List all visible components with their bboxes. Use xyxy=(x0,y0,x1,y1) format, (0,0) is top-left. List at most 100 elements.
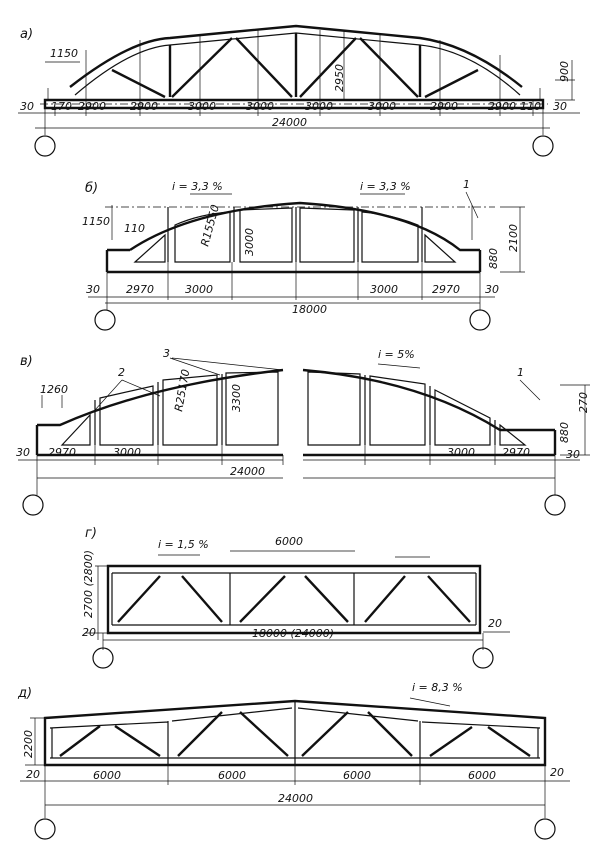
dimension-label: 3000 xyxy=(113,446,141,459)
panel-a-label: а) xyxy=(20,27,33,42)
dimension-lines xyxy=(88,205,525,310)
dimension-label: 2970 xyxy=(432,283,460,296)
dimension-label: 30 xyxy=(485,283,499,296)
dimension-label: 20 xyxy=(550,766,564,779)
diagonals xyxy=(117,575,471,623)
dimension-label: i = 8,3 % xyxy=(412,681,463,694)
dimension-label: 3000 xyxy=(243,228,256,256)
slope-arrows xyxy=(158,550,430,558)
dimension-labels: 2200 20 20 6000 6000 6000 6000 24000 xyxy=(22,730,564,805)
chords-posts xyxy=(111,572,477,626)
dimension-lines xyxy=(18,384,590,495)
posts xyxy=(167,207,423,262)
dimension-label: 20 xyxy=(26,768,40,781)
axis-marker-left xyxy=(34,135,56,157)
dimension-label: 2100 xyxy=(507,224,520,252)
dimension-label: 3000 xyxy=(188,100,216,113)
slope-arrow xyxy=(409,697,451,707)
dimension-lines xyxy=(85,565,510,650)
dimension-label: 3 xyxy=(163,347,170,360)
dimension-label: i = 1,5 % xyxy=(158,538,209,551)
web-openings xyxy=(60,371,527,446)
dimension-label: 2900 xyxy=(78,100,106,113)
dimension-labels: 30 170 2900 2900 3000 3000 3000 3000 290… xyxy=(20,47,571,129)
top-chord xyxy=(69,24,523,88)
dimension-labels: 2700 (2800) 20 20 18000 (24000) xyxy=(82,550,502,640)
panel-e-label: д) xyxy=(17,686,32,701)
dimension-label: 3000 xyxy=(185,283,213,296)
dimension-label: 170 xyxy=(51,100,72,113)
dimension-label: 2950 xyxy=(333,64,346,92)
dimension-label: 3000 xyxy=(305,100,333,113)
truss-outline xyxy=(43,699,547,767)
panel-b-label: б) xyxy=(85,181,98,196)
axis-marker-right xyxy=(544,494,566,516)
dimension-label: 6000 xyxy=(468,769,496,782)
dimension-label: 24000 xyxy=(278,792,313,805)
panel-a-arched-truss: а) 30 170 2900 2900 3000 3000 3000 3000 … xyxy=(18,24,580,157)
dimension-label: 30 xyxy=(566,448,580,461)
dimension-label: 1260 xyxy=(40,383,68,396)
dimension-label: 30 xyxy=(16,446,30,459)
callout-leaders xyxy=(94,357,541,411)
dimension-label: 1 xyxy=(517,366,524,379)
dimension-label: 2200 xyxy=(22,730,35,758)
panel-b-segmental-truss: б) i = 3,3 % i = 3,3 % 1 1150 110 R15550… xyxy=(82,178,525,331)
dimension-lines xyxy=(18,30,580,135)
web-members xyxy=(47,33,541,100)
dimension-label: 3300 xyxy=(230,384,243,412)
truss-outline xyxy=(105,201,482,274)
dimension-label: i = 3,3 % xyxy=(172,180,223,193)
axis-marker-left xyxy=(92,647,114,669)
dimension-label: 2970 xyxy=(48,446,76,459)
axis-marker-left xyxy=(22,494,44,516)
axis-marker-right xyxy=(532,135,554,157)
dimension-label: 110 xyxy=(520,100,541,113)
dimension-label: i = 3,3 % xyxy=(360,180,411,193)
dimension-labels: 1150 110 R15550 3000 2100 880 30 2970 30… xyxy=(82,203,520,316)
dimension-label: 18000 xyxy=(292,303,327,316)
dimension-label: 880 xyxy=(558,422,571,443)
dimension-label: 6000 xyxy=(275,535,303,548)
dimension-label: 30 xyxy=(553,100,567,113)
dimension-label: 1150 xyxy=(50,47,78,60)
dimension-label: 3000 xyxy=(246,100,274,113)
dimension-label: 6000 xyxy=(218,769,246,782)
truss-outline xyxy=(106,564,482,635)
dimension-label: R15550 xyxy=(198,203,222,248)
panel-c-label: в) xyxy=(20,354,33,369)
dimension-label: 6000 xyxy=(93,769,121,782)
axis-marker-left xyxy=(94,309,116,331)
dimension-label: 3000 xyxy=(368,100,396,113)
dimension-label: 2700 (2800) xyxy=(82,550,95,618)
panel-c-segmental-truss-24m: в) 3 2 1 i = 5% 1260 R25170 3300 270 880… xyxy=(16,347,590,516)
dimension-label: 2900 xyxy=(488,100,516,113)
dimension-label: 30 xyxy=(86,283,100,296)
dimension-label: 6000 xyxy=(343,769,371,782)
dimension-label: i = 5% xyxy=(378,348,415,361)
panel-e-gable-truss: д) i = 8,3 % 2200 20 20 6000 6000 6000 6… xyxy=(17,681,570,840)
dimension-lines xyxy=(20,717,570,818)
dimension-label: 18000 (24000) xyxy=(252,627,334,640)
web-openings xyxy=(133,207,457,263)
panel-d-parallel-chord-truss: г) i = 1,5 % 6000 2700 (2800) 20 20 1800… xyxy=(82,526,510,669)
dimension-label: 2970 xyxy=(502,446,530,459)
dimension-label: R25170 xyxy=(172,368,192,412)
diagonals xyxy=(59,711,531,757)
posts xyxy=(94,374,496,445)
dimension-label: 900 xyxy=(558,61,571,82)
dimension-label: 30 xyxy=(20,100,34,113)
dimension-label: 2970 xyxy=(126,283,154,296)
axis-marker-right xyxy=(534,818,556,840)
dimension-label: 20 xyxy=(488,617,502,630)
axis-marker-right xyxy=(469,309,491,331)
dimension-label: 270 xyxy=(577,392,590,413)
dimension-label: 24000 xyxy=(272,116,307,129)
dimension-label: 880 xyxy=(487,248,500,269)
truss-outline xyxy=(35,368,557,457)
dimension-label: 1 xyxy=(463,178,470,191)
dimension-label: 2900 xyxy=(130,100,158,113)
panel-d-label: г) xyxy=(85,526,97,541)
